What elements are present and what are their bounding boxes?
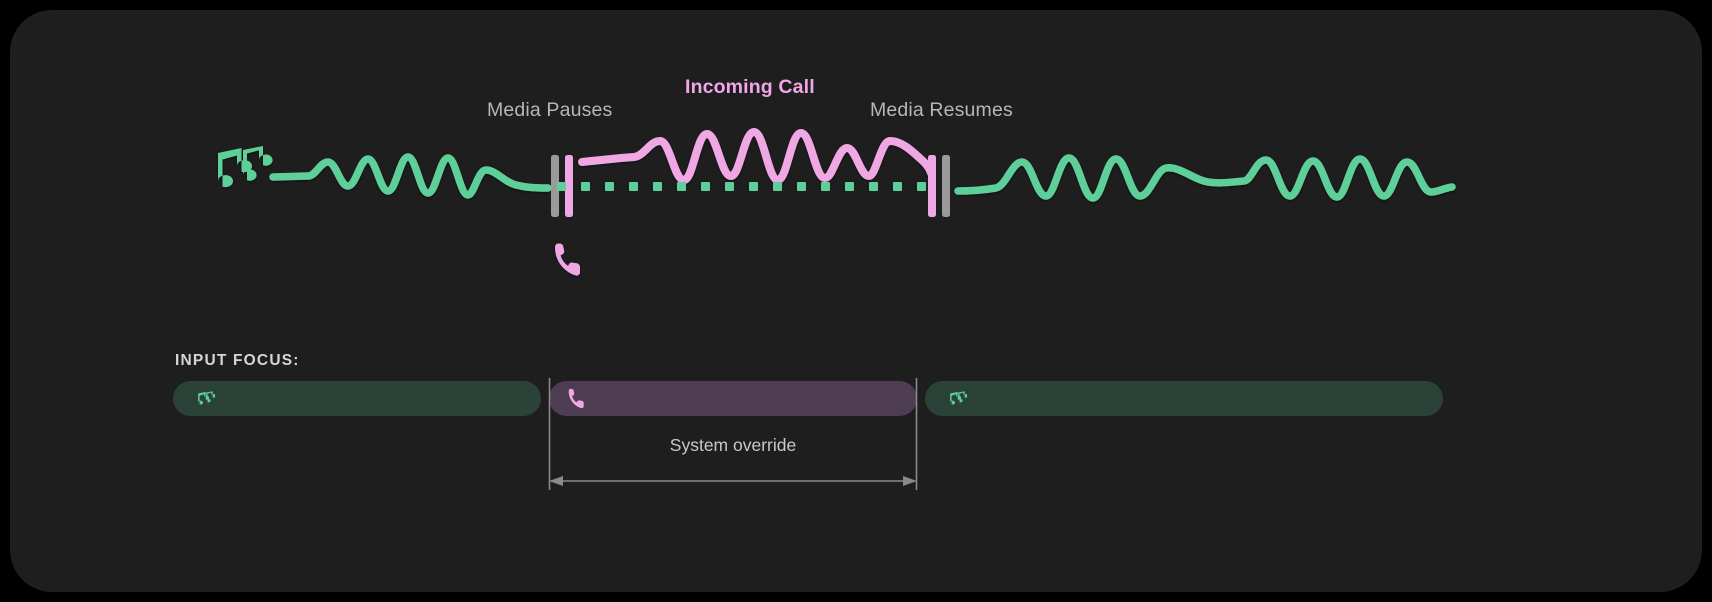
music-notes-icon	[943, 389, 967, 409]
input-focus-bar-media-before[interactable]	[173, 381, 541, 416]
resume-marker-gray	[942, 155, 950, 217]
label-media-resumes: Media Resumes	[870, 99, 1013, 121]
input-focus-label: INPUT FOCUS:	[175, 352, 300, 369]
override-arrow-head-right	[903, 476, 917, 486]
pause-marker-pink	[565, 155, 573, 217]
call-waveform	[578, 128, 935, 184]
resume-marker-pink	[928, 155, 936, 217]
input-focus-bar-call[interactable]	[549, 381, 917, 416]
label-incoming-call: Incoming Call	[685, 76, 815, 98]
audio-timeline: Media Pauses Incoming Call Media Resumes	[10, 10, 1702, 340]
phone-handset-icon	[555, 243, 580, 276]
system-override-text: System override	[669, 435, 797, 455]
diagram-card: Media Pauses Incoming Call Media Resumes…	[10, 10, 1702, 592]
input-focus-bar-media-after[interactable]	[925, 381, 1443, 416]
media-waveform-after	[954, 154, 1456, 202]
media-waveform-before	[269, 153, 552, 199]
media-muted-dotted-line	[557, 182, 926, 191]
music-notes-icon	[218, 146, 273, 188]
phone-handset-icon	[567, 388, 586, 409]
pause-marker-gray	[551, 155, 559, 217]
label-media-pauses: Media Pauses	[487, 99, 613, 121]
system-override-annotation	[548, 378, 918, 490]
music-notes-icon	[191, 389, 215, 409]
override-arrow-head-left	[549, 476, 563, 486]
timeline-graphics	[218, 128, 1456, 276]
